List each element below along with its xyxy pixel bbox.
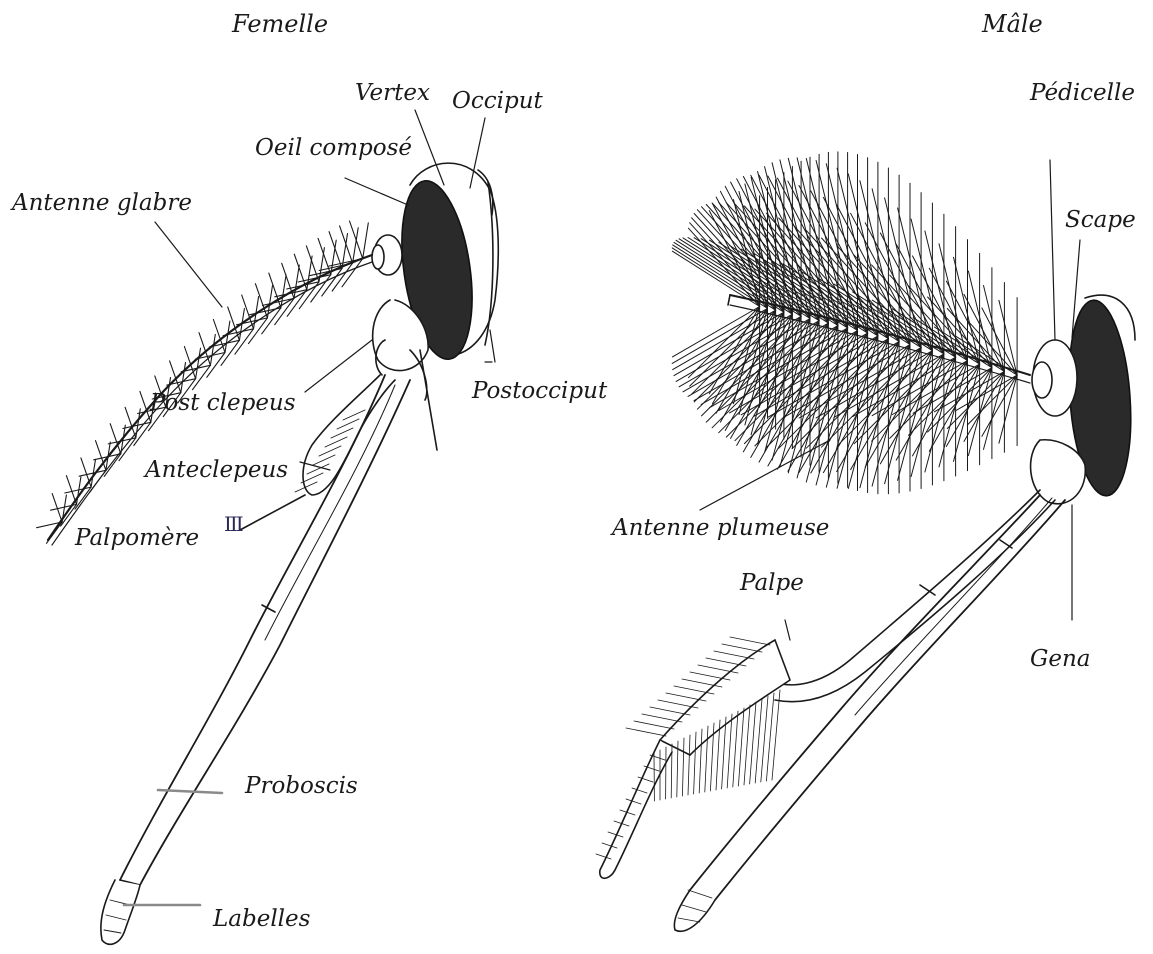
female-antenna bbox=[37, 221, 372, 545]
plume-hair bbox=[816, 351, 932, 418]
palp-bristle bbox=[626, 728, 666, 736]
label-antenne-plumeuse: Antenne plumeuse bbox=[612, 517, 829, 540]
antenna-hair bbox=[66, 476, 76, 505]
antenna-hair bbox=[81, 458, 91, 487]
label-vertex: Vertex bbox=[355, 82, 430, 105]
label-post-clepeus: Post clepeus bbox=[150, 392, 296, 415]
plume-hair bbox=[822, 348, 922, 448]
male-palp bbox=[596, 490, 1055, 878]
label-occiput: Occiput bbox=[452, 90, 543, 113]
palp-bristle bbox=[738, 708, 744, 786]
female-head bbox=[372, 163, 498, 450]
antenna-hair bbox=[306, 246, 319, 282]
antenna-hair bbox=[363, 223, 369, 259]
plume-hair bbox=[676, 314, 792, 381]
palp-bristle bbox=[650, 707, 690, 715]
antenna-hair bbox=[225, 321, 230, 352]
plume-hair bbox=[984, 371, 1005, 449]
antenna-hair bbox=[181, 363, 186, 393]
male-antenna bbox=[672, 152, 1030, 510]
plume-hair bbox=[892, 364, 979, 414]
palp-bristle bbox=[727, 714, 732, 788]
female-title: Femelle bbox=[232, 12, 328, 36]
plume-hair bbox=[683, 238, 810, 319]
plume-hair bbox=[999, 300, 1017, 375]
plume-hair bbox=[719, 243, 858, 331]
label-scape: Scape bbox=[1065, 209, 1136, 232]
label-proboscis: Proboscis bbox=[245, 775, 358, 798]
palp-bristle bbox=[634, 721, 674, 729]
male-title: Mâle bbox=[982, 12, 1043, 36]
palp-bristle bbox=[666, 693, 706, 701]
palp-bristle bbox=[642, 714, 682, 722]
label-oeil-compose: Oeil composé bbox=[255, 137, 412, 160]
antenna-hair bbox=[307, 256, 312, 290]
palp-bristle bbox=[761, 696, 768, 782]
antenna-hair bbox=[342, 234, 348, 269]
antenna-hair bbox=[329, 232, 342, 269]
label-postocciput: Postocciput bbox=[472, 380, 607, 403]
palp-bristle bbox=[722, 644, 762, 652]
palp-bristle bbox=[714, 651, 754, 659]
plume-hair bbox=[778, 331, 858, 470]
plume-hair bbox=[929, 364, 979, 451]
label-labelles: Labelles bbox=[213, 908, 310, 931]
palp-bristle bbox=[730, 637, 770, 645]
plume-hair bbox=[911, 354, 944, 477]
antenna-hair bbox=[196, 348, 201, 379]
palp-bristle bbox=[733, 711, 738, 787]
plume-hair bbox=[679, 239, 801, 316]
label-palpe: Palpe bbox=[740, 572, 804, 595]
palp-bristle bbox=[755, 699, 762, 783]
plume-hair bbox=[797, 158, 838, 326]
label-pedicelle: Pédicelle bbox=[1030, 82, 1135, 105]
plume-hair bbox=[688, 307, 759, 378]
plume-hair bbox=[954, 257, 980, 364]
plume-hair bbox=[999, 375, 1017, 443]
palp-bristle bbox=[658, 700, 698, 708]
antenna-hair bbox=[110, 424, 121, 454]
label-anteclepeus: Anteclepeus bbox=[145, 459, 288, 482]
label-gena: Gena bbox=[1030, 648, 1091, 671]
label-palpomere: Palpomère bbox=[75, 527, 199, 550]
plume-hair bbox=[672, 308, 767, 363]
label-palpomere-mark: III bbox=[224, 514, 242, 534]
palp-bristle bbox=[744, 705, 750, 785]
antenna-hair bbox=[210, 334, 215, 365]
plume-hair bbox=[799, 336, 878, 473]
palp-bristle bbox=[750, 702, 756, 784]
plume-hair bbox=[939, 361, 968, 467]
label-antenne-glabre: Antenne glabre bbox=[12, 192, 192, 215]
palp-bristle bbox=[706, 658, 746, 666]
